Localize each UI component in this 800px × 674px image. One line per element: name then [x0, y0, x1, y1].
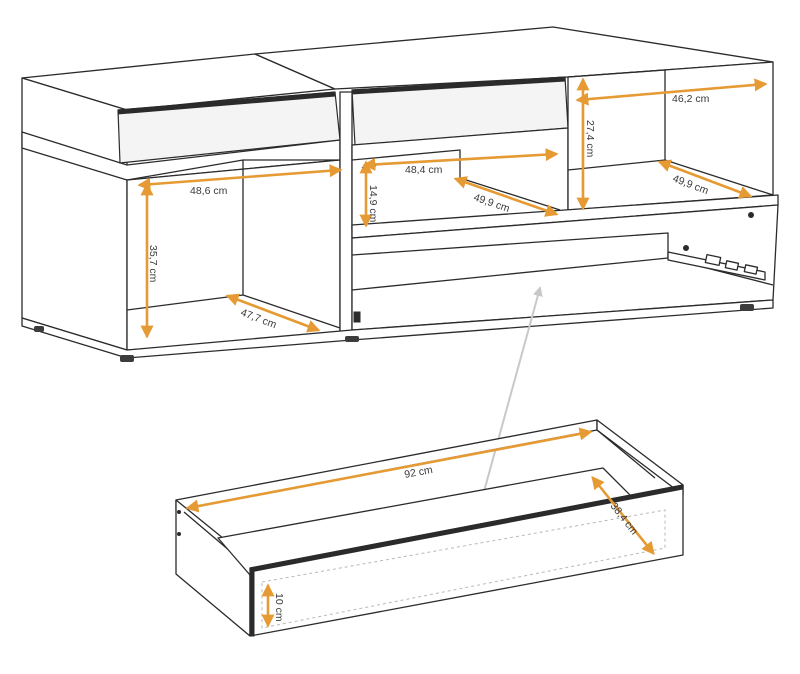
- dim-line-left-depth: [225, 293, 321, 333]
- label-left-height: 35,7 cm: [147, 245, 159, 283]
- left-side-panel: [21, 77, 128, 351]
- dim-line-middle-depth: [453, 176, 559, 217]
- label-right-height: 27,4 cm: [584, 120, 596, 158]
- middle-divider: [339, 91, 353, 341]
- foot: [345, 336, 359, 342]
- drawer-left-side: [175, 499, 251, 637]
- label-left-width: 48,6 cm: [190, 185, 228, 197]
- lower-bay-floor: [351, 257, 669, 291]
- middle-drawer-edge: [351, 76, 566, 95]
- right-section: [567, 61, 774, 211]
- drawer-right-inner: [596, 429, 656, 479]
- label-drawer-height: 10 cm: [273, 593, 285, 622]
- tv-cabinet: [21, 26, 779, 362]
- drawer-rail: [667, 212, 766, 281]
- dim-line-drawer-width: [185, 427, 593, 513]
- drawer-front-left-edge: [249, 567, 255, 637]
- left-drawer-edge: [117, 91, 336, 115]
- cabinet-base: [21, 299, 774, 359]
- dim-line-middle-width: [362, 148, 559, 171]
- drawer-inner-outline: [261, 509, 666, 629]
- dim-line-drawer-depth: [591, 475, 655, 556]
- dim-line-right-depth: [657, 159, 753, 199]
- dim-line-right-width: [575, 78, 768, 106]
- lower-bay-back: [351, 232, 774, 286]
- drawer-box: [175, 419, 684, 637]
- label-right-width: 46,2 cm: [672, 93, 710, 105]
- label-middle-width: 48,4 cm: [405, 164, 443, 176]
- hinge: [353, 311, 361, 323]
- drawer-screw: [177, 532, 181, 536]
- label-middle-height: 14,9 cm: [367, 185, 379, 223]
- label-drawer-width: 92 cm: [403, 464, 434, 481]
- foot: [740, 304, 754, 311]
- drawer-screw: [177, 510, 181, 514]
- cabinet-dimensions: 48,6 cm 35,7 cm 47,7 cm 48,4 cm 14,9 cm …: [137, 77, 768, 339]
- foot: [120, 355, 134, 362]
- foot: [34, 326, 44, 332]
- dim-line-left-width: [137, 164, 343, 191]
